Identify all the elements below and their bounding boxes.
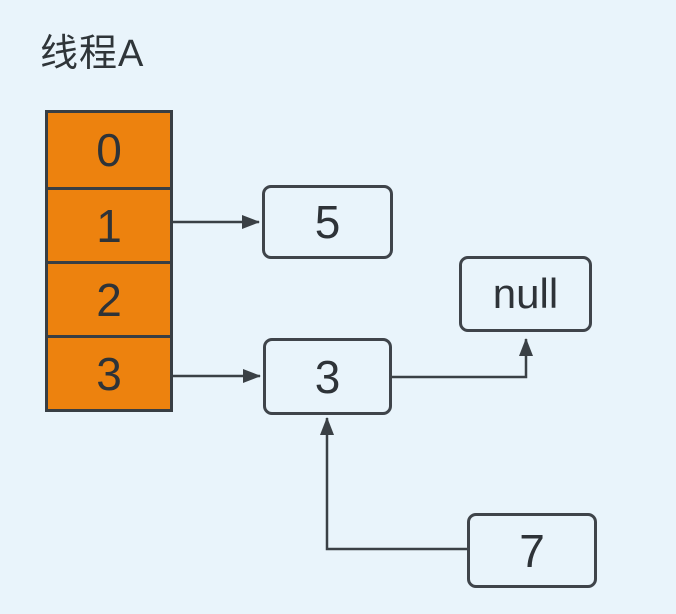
- node-null: null: [459, 256, 592, 332]
- diagram-title: 线程A: [40, 33, 145, 75]
- arrow-node7-to-node3: [320, 417, 467, 551]
- array-cell-0: 0: [48, 113, 170, 187]
- arrow-node3-to-nodenull: [392, 338, 533, 379]
- node-5: 5: [262, 185, 393, 259]
- node-7: 7: [467, 513, 597, 588]
- thread-a-array: 0 1 2 3: [45, 110, 173, 412]
- array-cell-2: 2: [48, 261, 170, 335]
- node-3: 3: [263, 338, 392, 415]
- array-cell-3: 3: [48, 335, 170, 409]
- array-cell-1: 1: [48, 187, 170, 261]
